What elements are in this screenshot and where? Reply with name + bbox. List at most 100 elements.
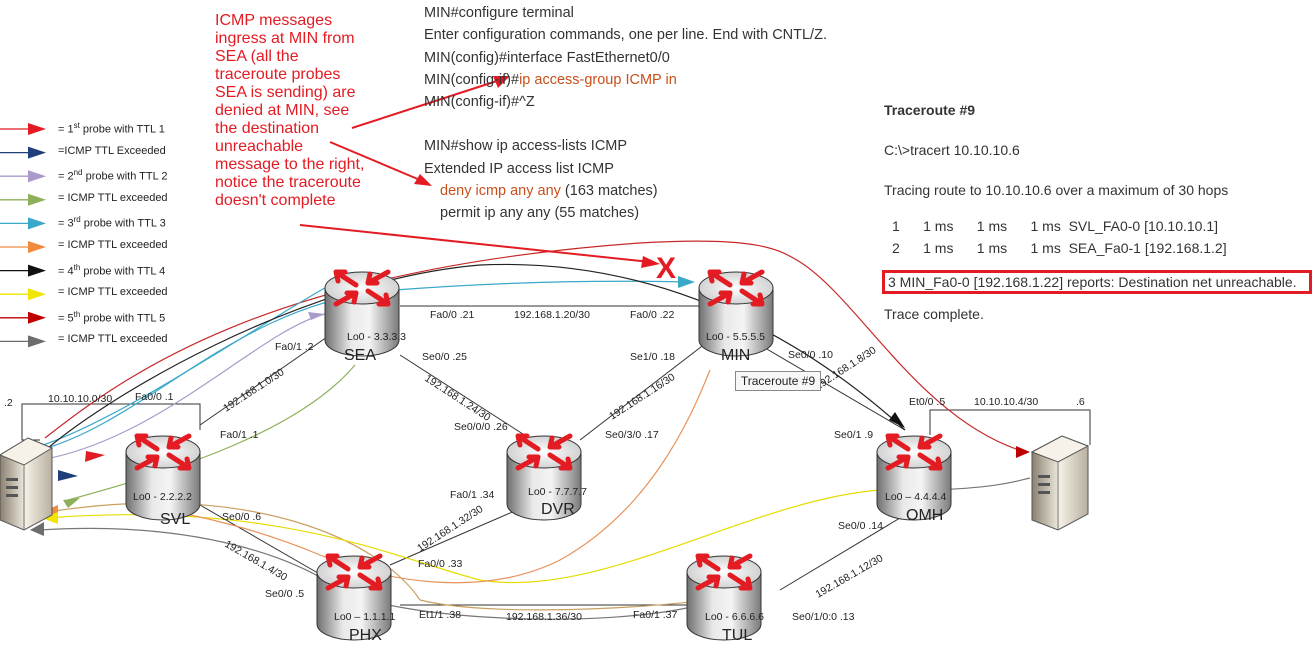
label-dvr-fa01: Fa0/1 .34 [450, 489, 495, 501]
label-net-min-dvr: 192.168.1.16/30 [607, 371, 677, 422]
annotation-note: ICMP messages ingress at MIN from SEA (a… [215, 12, 365, 209]
router-sea[interactable] [324, 272, 400, 357]
legend-arrow-head [28, 146, 46, 159]
router-min-name: MIN [721, 347, 750, 364]
router-tul-name: TUL [722, 627, 752, 644]
legend-arrow-head [28, 264, 46, 277]
legend-item: = ICMP TTL exceeded [0, 239, 200, 261]
link-svl-phx [199, 504, 331, 581]
label-net-lan-left: 10.10.10.0/30 [48, 393, 112, 405]
router-dvr[interactable] [506, 436, 582, 521]
legend-item: = ICMP TTL exceeded [0, 192, 200, 214]
router-dvr-loopback: Lo0 - 7.7.7.7 [528, 486, 587, 498]
legend-label: = ICMP TTL exceeded [58, 286, 168, 298]
label-sea-se00: Se0/0 .25 [422, 351, 467, 363]
legend-arrow-head [28, 123, 46, 135]
cli-line: MIN#configure terminal [424, 2, 827, 24]
legend-arrow-head [28, 288, 46, 301]
traceroute-command: C:\>tracert 10.10.10.6 [884, 142, 1020, 158]
label-net-sea-min: 192.168.1.20/30 [514, 309, 590, 321]
legend-text: = ICMP TTL exceeded [58, 239, 168, 251]
legend-arrow-head [28, 170, 46, 183]
cli-line: Enter configuration commands, one per li… [424, 24, 827, 46]
blocked-mark: X [656, 252, 676, 285]
cli-line [424, 113, 827, 135]
legend-label: = 3rd probe with TTL 3 [58, 215, 166, 230]
legend-label: = ICMP TTL exceeded [58, 333, 168, 345]
cli-line: Extended IP access list ICMP [424, 158, 827, 180]
traceroute-output: Traceroute #9 C:\>tracert 10.10.10.6 Tra… [882, 102, 1312, 322]
label-right-host: .6 [1076, 396, 1085, 408]
cli-line: permit ip any any (55 matches) [424, 202, 827, 224]
legend-text: = ICMP TTL exceeded [58, 286, 168, 299]
legend-text: = ICMP TTL exceeded [58, 191, 168, 204]
label-min-fa00: Fa0/0 .22 [630, 309, 675, 321]
router-svl[interactable] [125, 436, 201, 521]
legend-arrow-head [28, 193, 46, 206]
label-omh-se01: Se0/1 .9 [834, 429, 873, 441]
legend-label: =ICMP TTL Exceeded [58, 145, 166, 157]
annotation-arrows [299, 76, 660, 268]
label-phx-et11: Et1/1 .38 [419, 609, 461, 621]
router-min-loopback: Lo0 - 5.5.5.5 [706, 331, 765, 343]
legend-text: probe with TTL 3 [80, 218, 166, 231]
arrowheads [30, 276, 1030, 536]
cli-text: permit ip any any (55 matches) [440, 205, 640, 222]
router-phx-loopback: Lo0 – 1.1.1.1 [334, 611, 395, 623]
legend-text: =ICMP TTL Exceeded [58, 144, 166, 157]
cli-text: MIN#configure terminal [424, 5, 574, 21]
server-right-icon[interactable] [1030, 435, 1090, 531]
router-sea-name: SEA [344, 347, 376, 364]
label-net-phx-tul: 192.168.1.36/30 [506, 611, 582, 623]
traceroute-tooltip: Traceroute #9 [735, 371, 821, 391]
legend-text: = 2 [58, 170, 74, 183]
router-phx[interactable] [316, 556, 392, 641]
label-net-omh-tul: 192.168.1.12/30 [814, 552, 886, 600]
label-left-host: .2 [4, 397, 13, 409]
router-omh-loopback: Lo0 – 4.4.4.4 [885, 491, 946, 503]
link-svl-sea [199, 334, 331, 426]
traceroute-complete: Trace complete. [884, 306, 984, 322]
router-svl-name: SVL [160, 511, 190, 528]
traceroute-unreachable-box: 3 MIN_Fa0-0 [192.168.1.22] reports: Dest… [882, 270, 1312, 294]
legend-arrow-head [28, 241, 46, 253]
label-dvr-se000: Se0/0/0 .26 [454, 421, 508, 433]
label-tul-se010: Se0/1/0:0 .13 [792, 611, 855, 623]
cli-text: MIN#show ip access-lists ICMP [424, 138, 628, 155]
legend-sup: st [73, 121, 80, 130]
cli-text: MIN(config-if)# [424, 71, 520, 88]
legend-item: = ICMP TTL exceeded [0, 333, 200, 355]
legend-arrow-head [28, 311, 46, 324]
traceroute-hop-1: 1 1 ms 1 ms 1 ms SVL_FA0-0 [10.10.10.1] [892, 218, 1219, 234]
legend-label: = ICMP TTL exceeded [58, 239, 168, 251]
legend-label: = 1st probe with TTL 1 [58, 121, 165, 136]
legend-item: = 2nd probe with TTL 2 [0, 168, 200, 190]
label-min-se10: Se1/0 .18 [630, 351, 675, 363]
router-tul[interactable] [686, 556, 762, 641]
label-min-se00: Se0/0 .10 [788, 349, 833, 361]
server-left-icon[interactable] [0, 437, 54, 531]
cli-line: MIN#show ip access-lists ICMP [424, 135, 827, 157]
legend-label: = 5th probe with TTL 5 [58, 310, 165, 325]
cli-line: MIN(config-if)#^Z [424, 91, 827, 113]
label-net-lan-right: 10.10.10.4/30 [974, 396, 1038, 408]
legend-label: = 2nd probe with TTL 2 [58, 168, 168, 183]
label-omh-et00: Et0/0 .5 [909, 396, 945, 408]
label-net-svl-sea: 192.168.1.0/30 [221, 366, 286, 414]
label-phx-se00: Se0/0 .5 [265, 588, 304, 600]
legend-sup: nd [73, 168, 83, 178]
router-omh[interactable] [876, 436, 952, 521]
cli-highlight: ip access-group ICMP in [519, 71, 677, 88]
legend-sup: th [73, 262, 81, 272]
legend-text: = 4 [58, 265, 74, 278]
traceroute-tracing: Tracing route to 10.10.10.6 over a maxim… [884, 182, 1229, 198]
cli-text: MIN(config-if)#^Z [424, 94, 535, 111]
router-min[interactable] [698, 272, 774, 357]
cli-text: (163 matches) [560, 183, 658, 200]
legend-text: probe with TTL 5 [80, 312, 166, 325]
router-omh-name: OMH [906, 507, 943, 524]
legend-item: = 1st probe with TTL 1 [0, 121, 200, 143]
label-net-dvr-phx: 192.168.1.32/30 [415, 503, 485, 554]
